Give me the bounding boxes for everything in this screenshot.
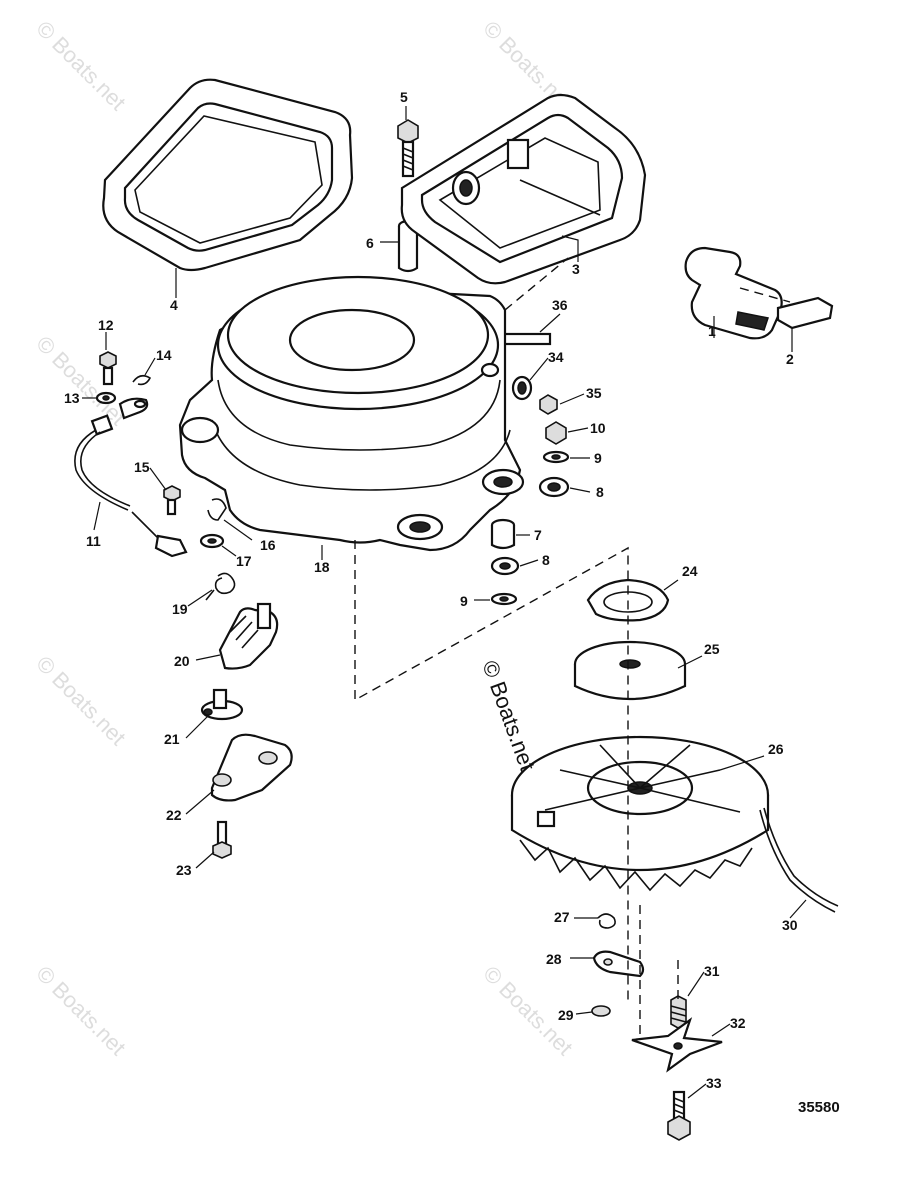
- part-9-washer-lower: [490, 592, 518, 606]
- callout-31: 31: [704, 963, 720, 979]
- callout-2: 2: [786, 351, 794, 367]
- callout-32: 32: [730, 1015, 746, 1031]
- part-16-clip: [207, 498, 227, 521]
- part-12-screw: [99, 351, 117, 386]
- callout-8-top: 8: [596, 484, 604, 500]
- part-18-starter-housing: [178, 275, 525, 552]
- callout-18: 18: [314, 559, 330, 575]
- part-22-bracket: [210, 733, 293, 802]
- watermark: © Boats.net: [31, 961, 130, 1060]
- callout-14: 14: [156, 347, 172, 363]
- callout-9-lower: 9: [460, 593, 468, 609]
- part-14-clip: [132, 374, 152, 386]
- watermark: © Boats.net: [31, 331, 130, 430]
- callout-36: 36: [552, 297, 568, 313]
- leader-lines: [82, 106, 807, 1099]
- callout-33: 33: [706, 1075, 722, 1091]
- part-4-seal: [102, 78, 354, 272]
- part-35-nut: [539, 394, 558, 415]
- callout-4: 4: [170, 297, 178, 313]
- part-29-retainer: [591, 1005, 611, 1017]
- callout-28: 28: [546, 951, 562, 967]
- part-17-washer: [199, 533, 225, 549]
- part-36-strip: [498, 332, 552, 346]
- callout-6: 6: [366, 235, 374, 251]
- part-11-cable: [74, 397, 149, 511]
- callout-16: 16: [260, 537, 276, 553]
- part-25-spring-housing: [573, 640, 687, 700]
- callout-1: 1: [708, 323, 716, 339]
- part-26-pulley: [510, 735, 770, 892]
- callout-30: 30: [782, 917, 798, 933]
- part-3-handle-pocket: [400, 93, 647, 285]
- watermark: © Boats.net: [31, 651, 130, 750]
- callout-7: 7: [534, 527, 542, 543]
- callout-20: 20: [174, 653, 190, 669]
- part-1-handle: [684, 246, 783, 340]
- part-34-grommet: [511, 375, 533, 401]
- part-30-rope: [759, 807, 839, 913]
- part-10-nut: [545, 421, 567, 445]
- center-watermark: © Boats.net: [477, 657, 540, 774]
- part-19-spring: [205, 572, 236, 601]
- part-2-insert: [776, 296, 834, 330]
- callout-26: 26: [768, 741, 784, 757]
- watermark: © Boats.net: [31, 16, 130, 115]
- callout-9-top: 9: [594, 450, 602, 466]
- callout-29: 29: [558, 1007, 574, 1023]
- part-7-sleeve: [490, 518, 516, 550]
- part-23-screw: [212, 820, 232, 859]
- part-9-washer-top: [542, 450, 570, 464]
- callout-10: 10: [590, 420, 606, 436]
- part-28-pawl: [592, 950, 645, 978]
- part-32-plate: [631, 1017, 723, 1073]
- part-8-bushing-lower: [490, 556, 520, 576]
- callout-5: 5: [400, 89, 408, 105]
- callout-19: 19: [172, 601, 188, 617]
- part-8-bushing-top: [538, 476, 570, 498]
- callout-labels: 1 2 3 4 5 6 7 8 8 9 9 10 11 12 13 14 15 …: [64, 89, 798, 1091]
- callout-21: 21: [164, 731, 180, 747]
- callout-12: 12: [98, 317, 114, 333]
- callout-34: 34: [548, 349, 564, 365]
- callout-11: 11: [86, 533, 101, 549]
- lever-link: [131, 511, 188, 558]
- part-5-bolt: [397, 119, 419, 178]
- callout-3: 3: [572, 261, 580, 277]
- part-20-pawl: [218, 602, 279, 670]
- diagram-reference-number: 35580: [798, 1099, 840, 1116]
- callout-22: 22: [166, 807, 182, 823]
- callout-35: 35: [586, 385, 602, 401]
- callout-23: 23: [176, 862, 192, 878]
- callout-8-lower: 8: [542, 552, 550, 568]
- part-21-cam: [200, 688, 244, 721]
- callout-13: 13: [64, 390, 80, 406]
- part-33-bolt: [667, 1090, 691, 1141]
- callout-27: 27: [554, 909, 570, 925]
- callout-15: 15: [134, 459, 150, 475]
- callout-25: 25: [704, 641, 720, 657]
- part-13-washer: [95, 391, 117, 405]
- part-27-spring: [597, 913, 616, 929]
- assembly-lines: [354, 257, 791, 1040]
- callout-17: 17: [236, 553, 252, 569]
- part-15-screw: [163, 485, 181, 516]
- callout-24: 24: [682, 563, 698, 579]
